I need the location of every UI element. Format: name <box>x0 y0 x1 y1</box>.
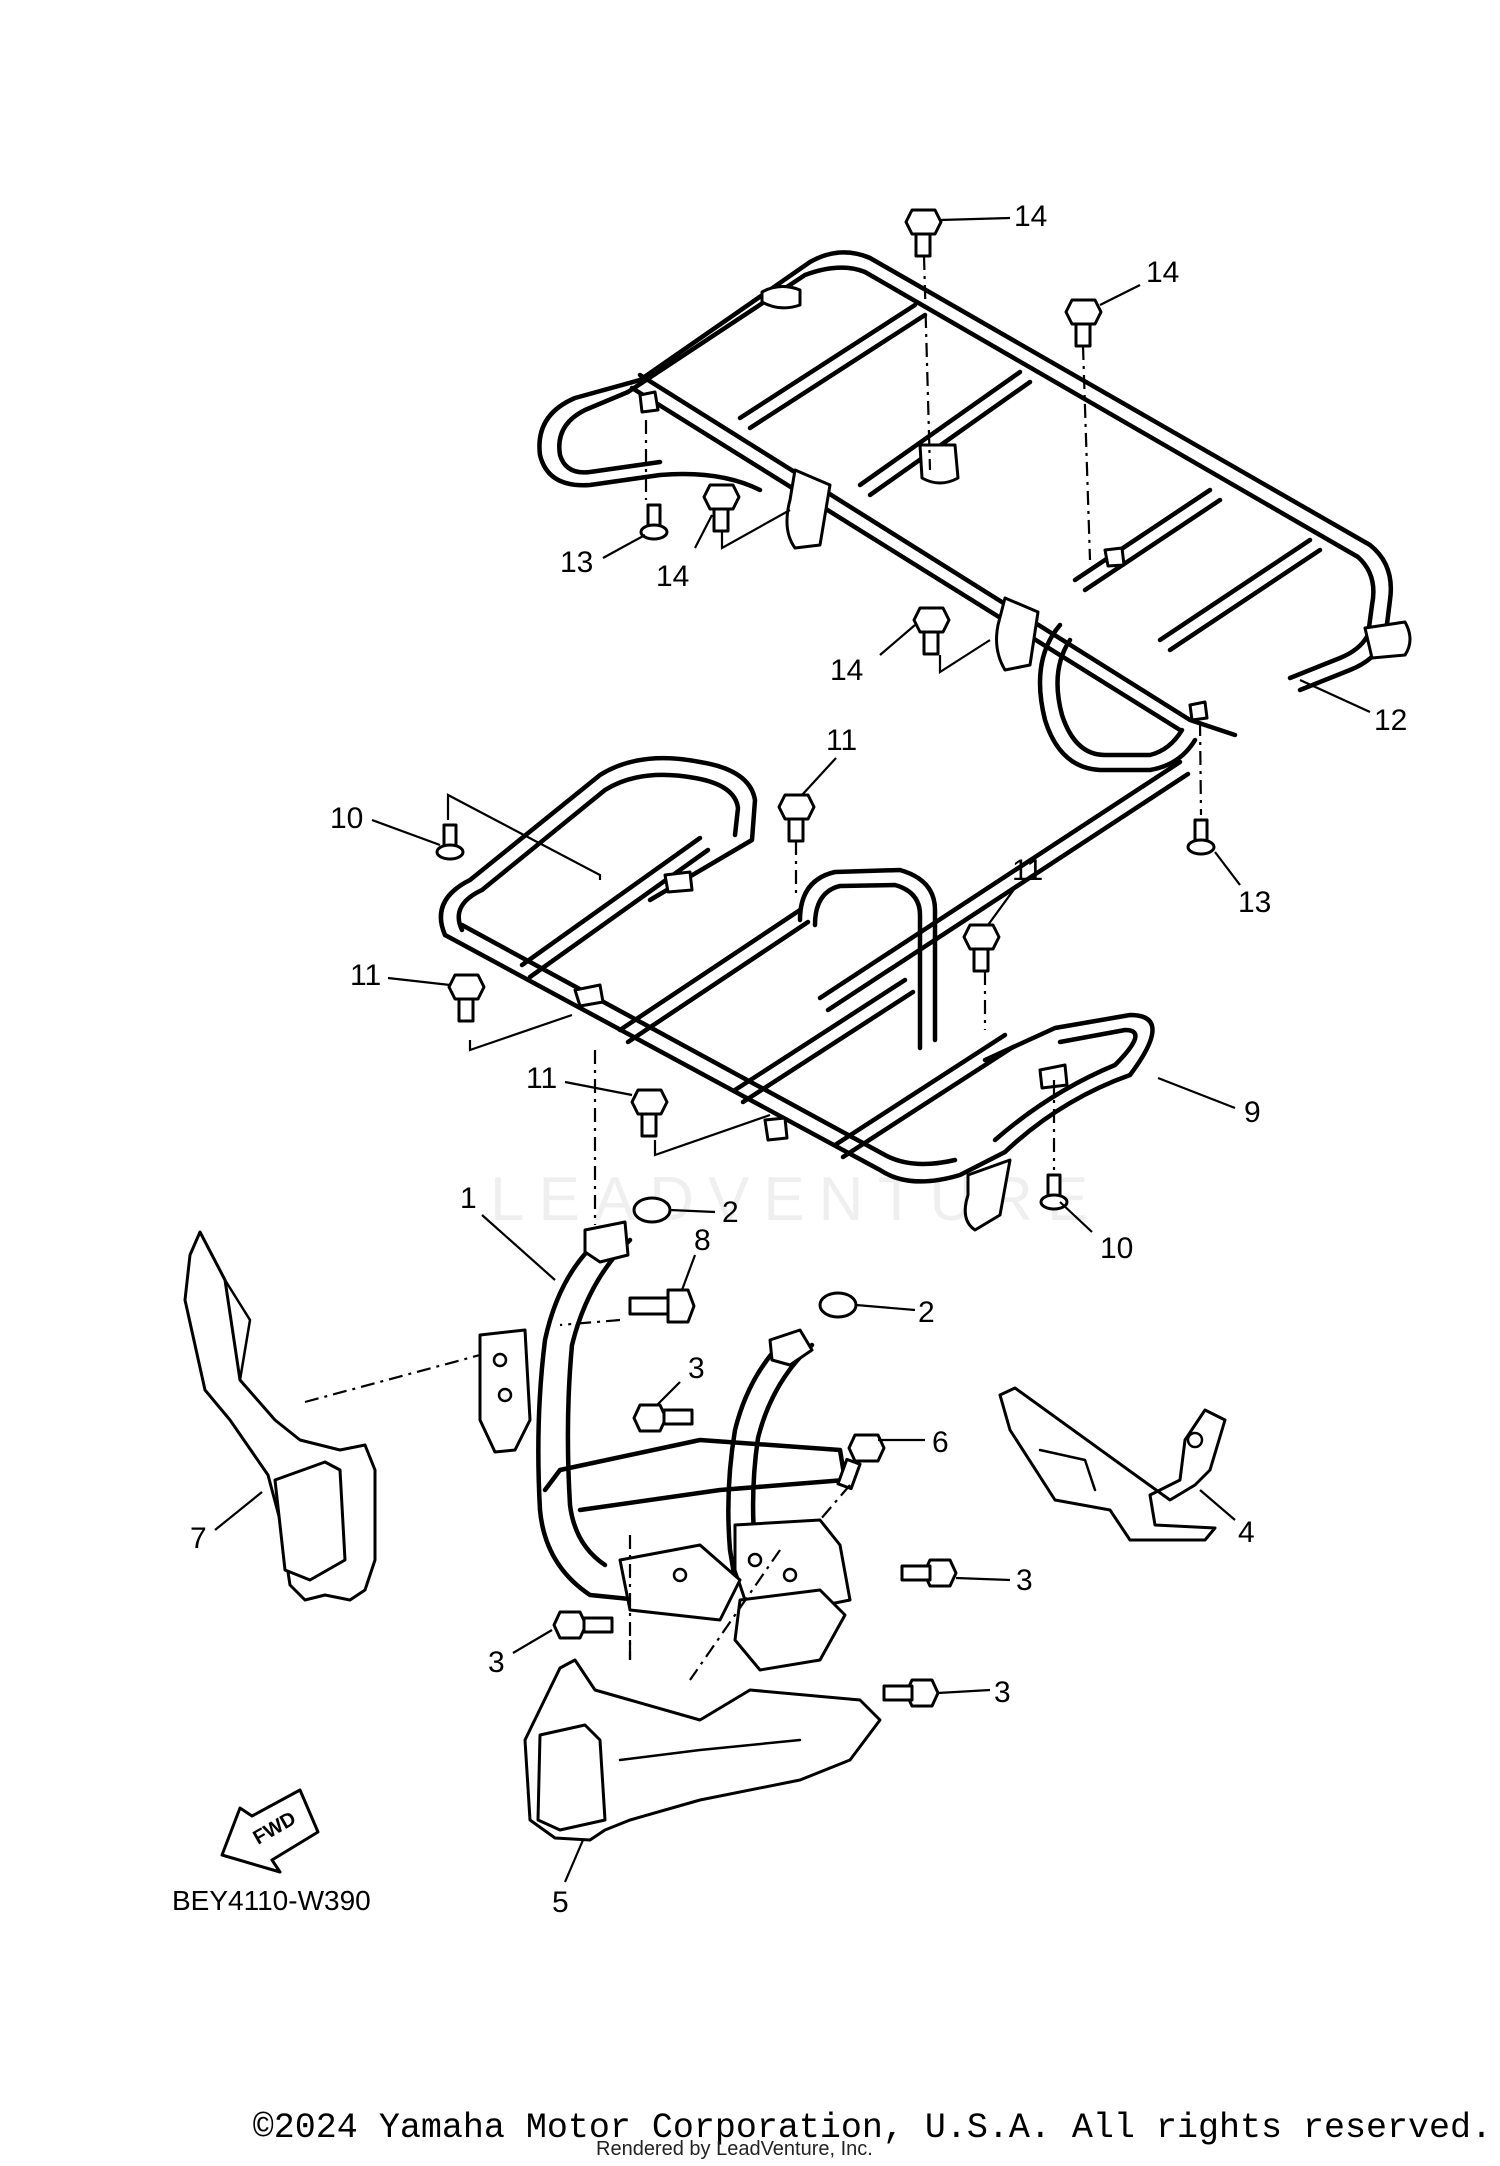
callout-2-lower: 2 <box>918 1296 935 1329</box>
copyright-notice: ©2024 Yamaha Motor Corporation, U.S.A. A… <box>252 2108 1492 2148</box>
callout-labels: 14 14 13 14 14 12 11 10 11 11 11 9 13 10… <box>190 200 1407 1919</box>
callout-4: 4 <box>1238 1516 1255 1549</box>
callout-13-left: 13 <box>560 546 593 579</box>
damper <box>632 1196 858 1319</box>
fasteners <box>435 208 1216 1708</box>
watermark: LEADVENTURE <box>490 1165 1102 1234</box>
lower-guard-front <box>523 1658 882 1842</box>
callout-3-lower: 3 <box>994 1676 1011 1709</box>
callout-3-upper: 3 <box>688 1352 705 1385</box>
callout-2-upper: 2 <box>722 1196 739 1229</box>
callout-13-right: 13 <box>1238 886 1271 919</box>
guard-frame <box>478 1220 852 1672</box>
callout-leaders <box>214 216 1371 1883</box>
callout-3-left: 3 <box>488 1646 505 1679</box>
callout-6: 6 <box>932 1426 949 1459</box>
callout-14-right: 14 <box>1146 256 1179 289</box>
callout-10-left: 10 <box>330 802 363 835</box>
front-carrier <box>438 755 1191 1232</box>
callout-12: 12 <box>1374 704 1407 737</box>
bracket <box>998 1386 1227 1542</box>
bracket-lines <box>446 509 991 1660</box>
callout-11-top: 11 <box>826 724 857 757</box>
alignment-lines <box>304 255 1203 1681</box>
callout-7: 7 <box>190 1522 207 1555</box>
callout-8: 8 <box>694 1224 711 1257</box>
callout-9: 9 <box>1244 1096 1261 1129</box>
callout-11-right: 11 <box>1012 854 1043 887</box>
fwd-arrow-icon: FWD <box>220 1788 320 1874</box>
callout-14-bottom: 14 <box>830 654 863 687</box>
lower-guard-left <box>183 1230 377 1602</box>
callout-11-lower: 11 <box>526 1062 557 1095</box>
callout-5: 5 <box>552 1886 569 1919</box>
rendered-by: Rendered by LeadVenture, Inc. <box>596 2138 873 2160</box>
rear-carrier <box>537 250 1412 773</box>
drawing-code: BEY4110-W390 <box>172 1885 371 1916</box>
callout-10-right: 10 <box>1100 1232 1133 1265</box>
callout-14-top: 14 <box>1014 200 1047 233</box>
callout-11-left: 11 <box>350 959 381 992</box>
callout-14-left: 14 <box>656 560 689 593</box>
callout-1: 1 <box>460 1182 477 1215</box>
callout-3-right: 3 <box>1016 1564 1033 1597</box>
